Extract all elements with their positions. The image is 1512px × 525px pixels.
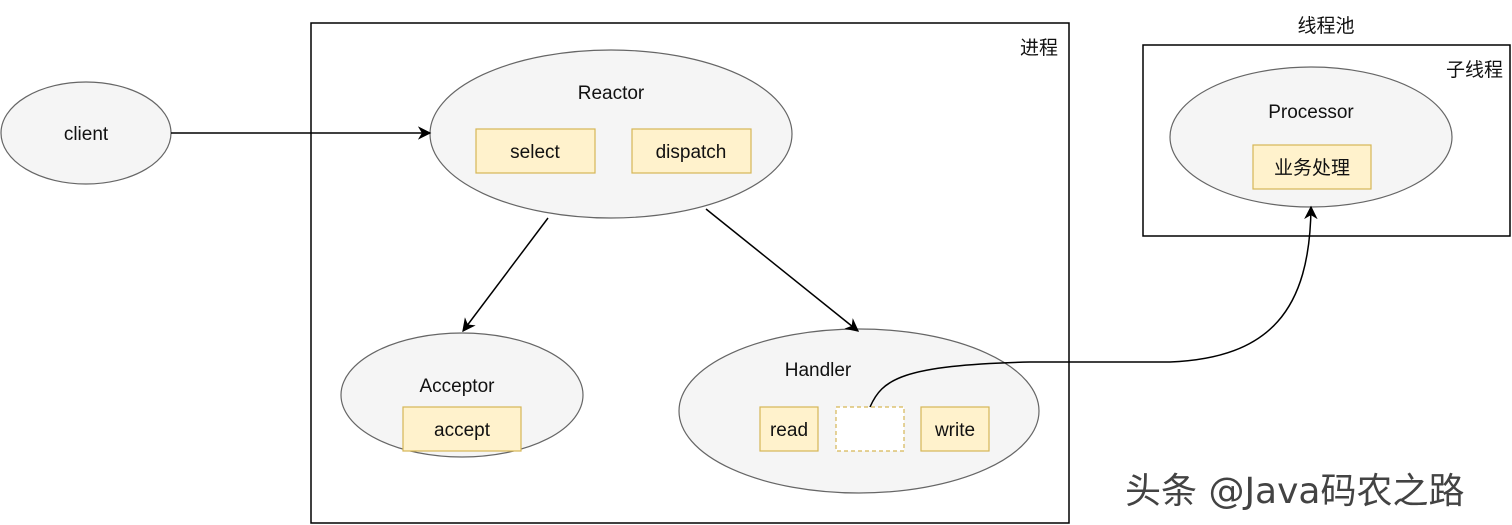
sub-thread-label: 子线程 [1446, 59, 1503, 81]
business-box [1252, 144, 1372, 190]
client-label: client [64, 124, 109, 145]
write-box [920, 406, 990, 452]
thread-pool-frame [1142, 44, 1511, 237]
arrow-reactor-handler [705, 208, 860, 332]
handler-label: Handler [785, 360, 852, 381]
reactor-label: Reactor [578, 83, 645, 104]
dispatch-box [631, 128, 752, 174]
select-box [475, 128, 596, 174]
processor-label: Processor [1268, 102, 1354, 123]
business-label: 业务处理 [1274, 157, 1350, 179]
arrow-reactor-acceptor [462, 217, 549, 333]
process-label: 进程 [1020, 37, 1058, 59]
thread-pool-label: 线程池 [1297, 15, 1354, 37]
process-frame [310, 22, 1070, 524]
accept-label: accept [434, 420, 491, 441]
watermark: 头条 @Java码农之路 [1125, 471, 1465, 512]
read-label: read [770, 420, 808, 441]
select-label: select [510, 142, 560, 163]
placeholder-box [835, 406, 905, 452]
dispatch-label: dispatch [656, 142, 727, 163]
read-box [759, 406, 819, 452]
arrow-handler-processor [869, 205, 1318, 408]
acceptor-node [340, 332, 584, 458]
acceptor-label: Acceptor [420, 376, 496, 397]
write-label: write [934, 420, 975, 441]
accept-box [402, 406, 522, 452]
